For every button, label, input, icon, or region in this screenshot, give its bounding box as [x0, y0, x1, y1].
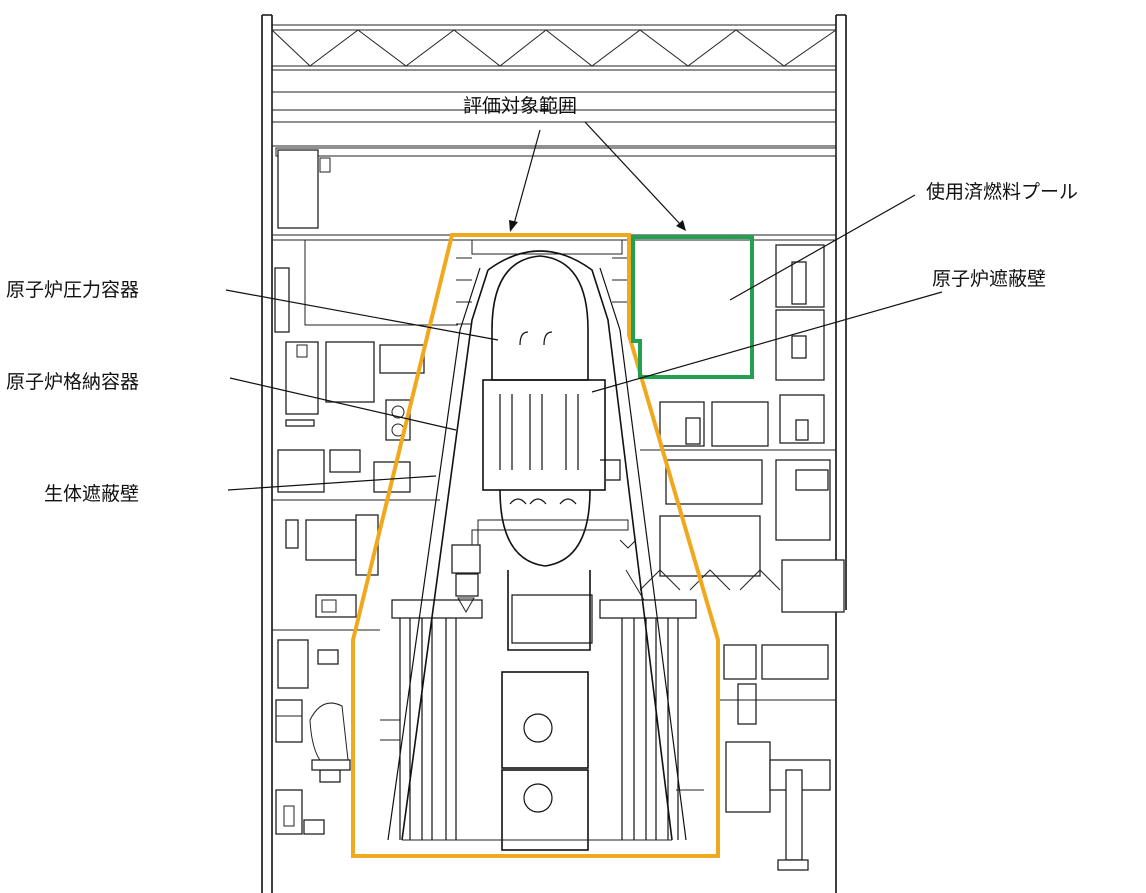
label-primary-containment-vessel: 原子炉格納容器	[6, 371, 139, 393]
building-outline	[261, 14, 847, 893]
roof-truss	[271, 24, 837, 147]
reactor-structure	[380, 239, 704, 851]
label-evaluation-scope: 評価対象範囲	[463, 95, 577, 117]
label-spent-fuel-pool: 使用済燃料プール	[926, 181, 1078, 203]
label-reactor-shield-wall: 原子炉遮蔽壁	[932, 268, 1046, 290]
right-rooms	[639, 244, 845, 871]
leader-lines	[225, 121, 943, 491]
label-reactor-pressure-vessel: 原子炉圧力容器	[6, 279, 139, 301]
spent-fuel-pool-outline	[631, 235, 754, 379]
evaluation-scope-outline	[351, 233, 720, 858]
operating-floor	[272, 147, 837, 241]
label-biological-shield-wall: 生体遮蔽壁	[44, 483, 139, 505]
